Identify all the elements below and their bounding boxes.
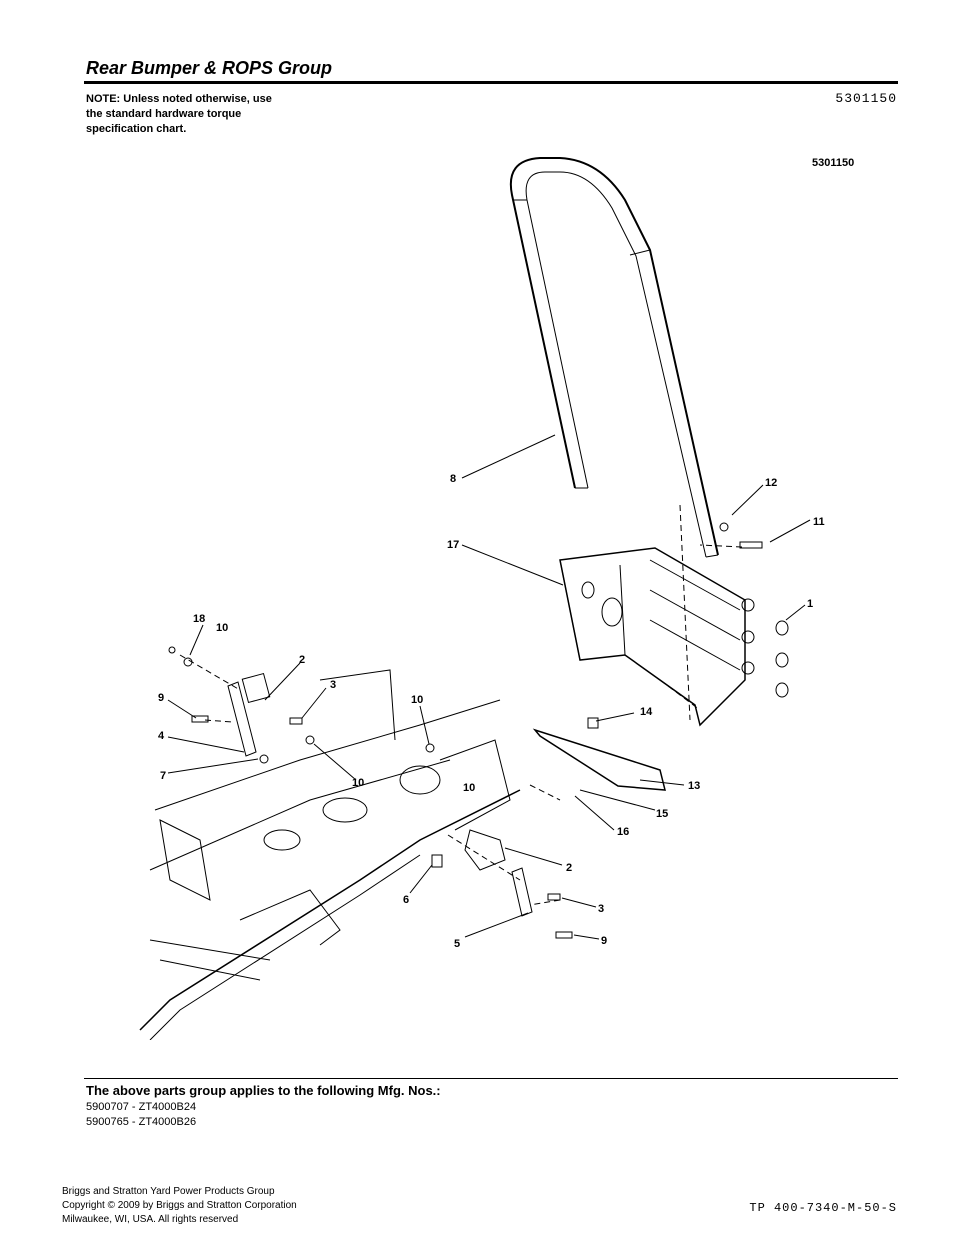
callout-10: 10 [411, 694, 423, 706]
callout-2: 2 [299, 654, 305, 666]
diagram-label: 5301150 [812, 157, 854, 169]
callout-3: 3 [330, 679, 336, 691]
company-line: Briggs and Stratton Yard Power Products … [62, 1186, 275, 1197]
callout-10: 10 [216, 622, 228, 634]
callout-11: 11 [813, 516, 825, 528]
company-info: Briggs and Stratton Yard Power Products … [62, 1185, 297, 1227]
callout-16: 16 [617, 826, 629, 838]
mfg-number: 5900707 - ZT4000B24 [86, 1101, 197, 1113]
note-line: the standard hardware torque [86, 108, 242, 120]
rops-loop [509, 157, 719, 556]
callout-10: 10 [463, 782, 475, 794]
callout-17: 17 [447, 539, 459, 551]
location-line: Milwaukee, WI, USA. All rights reserved [62, 1214, 239, 1225]
note-line: NOTE: Unless noted otherwise, use [86, 93, 272, 105]
callout-10: 10 [352, 777, 364, 789]
document-number: 5301150 [835, 91, 897, 106]
callout-1: 1 [807, 598, 813, 610]
note-line: specification chart. [86, 123, 187, 135]
callout-4: 4 [158, 730, 165, 742]
parts-diagram: 5301150 8 12 11 17 1 18 10 2 3 9 10 14 4… [139, 157, 854, 1040]
callout-12: 12 [765, 477, 777, 489]
callout-6: 6 [403, 894, 409, 906]
callout-9: 9 [601, 935, 607, 947]
section-rule [84, 1078, 898, 1079]
rops-bracket [559, 547, 746, 727]
bumper-plate [532, 728, 666, 791]
copyright-line: Copyright © 2009 by Briggs and Stratton … [62, 1200, 297, 1211]
doc-code: TP 400-7340-M-50-S [749, 1201, 897, 1215]
callout-15: 15 [656, 808, 668, 820]
callout-2: 2 [566, 862, 572, 874]
callout-7: 7 [160, 770, 166, 782]
callout-8: 8 [450, 473, 456, 485]
callout-9: 9 [158, 692, 164, 704]
title-rule [84, 81, 898, 84]
page-title: Rear Bumper & ROPS Group [86, 58, 333, 78]
callout-14: 14 [640, 706, 653, 718]
mfg-number: 5900765 - ZT4000B26 [86, 1116, 197, 1128]
torque-note: NOTE: Unless noted otherwise, use the st… [86, 92, 326, 137]
applies-heading: The above parts group applies to the fol… [86, 1083, 441, 1098]
callout-13: 13 [688, 780, 700, 792]
callout-18: 18 [193, 613, 205, 625]
callout-5: 5 [454, 938, 460, 950]
callout-3: 3 [598, 903, 604, 915]
